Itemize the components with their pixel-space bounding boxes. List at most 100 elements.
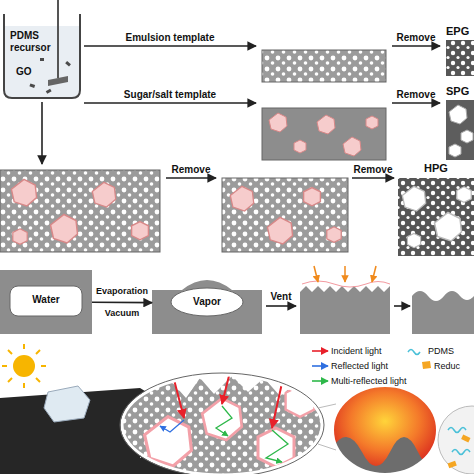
- process-arrow: [392, 102, 440, 104]
- legend-text: Reduc: [434, 361, 460, 371]
- zoom-ring: [333, 386, 437, 474]
- legend-sample: [312, 350, 328, 352]
- sugar-crystal: [366, 116, 378, 129]
- process-arrow: [84, 45, 256, 47]
- zoom-ring: [120, 373, 324, 474]
- sugar-crystal: [13, 229, 27, 245]
- process-arrow: [394, 305, 410, 307]
- wavy-surface: [412, 291, 474, 334]
- rough-top: [122, 374, 322, 398]
- hpg-sponge: [398, 178, 474, 256]
- sugar-crystal: [51, 215, 78, 244]
- multi-reflected-ray: [216, 406, 232, 436]
- sun-ray: [8, 378, 12, 382]
- sun-ray: [2, 365, 7, 367]
- sugar-crystal: [304, 188, 321, 206]
- go-flake: [40, 58, 44, 61]
- legend-sample: [312, 380, 328, 382]
- sugar-composite: [262, 108, 386, 160]
- vent-arrow: [372, 266, 376, 282]
- zoom-view: [120, 372, 324, 474]
- process-arrow: [266, 305, 296, 307]
- cavity: [145, 417, 192, 466]
- step-label: Remove: [397, 32, 436, 43]
- vent-arrow: [344, 266, 346, 282]
- step-label: Emulsion template: [126, 32, 215, 43]
- step-label: Remove: [172, 164, 211, 175]
- sugar-crystal: [230, 186, 253, 211]
- stirrer-blade: [48, 76, 68, 86]
- burst-trace: [302, 281, 390, 287]
- go-flake: [46, 89, 52, 94]
- sugar-crystal: [267, 217, 292, 244]
- sugar-cavity: [457, 187, 471, 203]
- sun-ray: [36, 378, 40, 382]
- zoom-line: [318, 444, 336, 450]
- wavy-surface: [330, 437, 440, 474]
- sugar-crystal: [294, 140, 306, 153]
- legend-text: PDMS: [428, 346, 454, 356]
- sugar-crystal: [327, 227, 341, 243]
- rgo-sheet: [461, 434, 470, 442]
- legend-text: Multi-reflected light: [331, 376, 407, 386]
- sugar-crystal: [317, 115, 335, 134]
- pdms-chain: [452, 450, 470, 455]
- material-box: Vapor: [152, 272, 262, 334]
- sugar-crystal: [132, 222, 149, 240]
- sugar-cavity: [402, 186, 425, 211]
- node-text: PDMS recursor: [10, 30, 60, 53]
- pdms-block: [152, 280, 262, 334]
- process-arrow: [392, 45, 440, 47]
- go-flake: [29, 83, 35, 88]
- sugar-cavity: [449, 105, 467, 124]
- node-text: Vapor: [152, 296, 262, 308]
- material-box: EPG: [446, 25, 474, 76]
- vent-arrow: [314, 266, 318, 282]
- zoom-line: [318, 404, 336, 408]
- step-label: Remove: [354, 164, 393, 175]
- sun-ray: [36, 350, 40, 354]
- process-arrow: [84, 102, 256, 104]
- process-arrow: [352, 177, 394, 179]
- sun-ray: [23, 383, 25, 388]
- legend-entry: Incident light: [331, 346, 382, 356]
- zoom-ring: [438, 406, 474, 474]
- sugar-cavity: [407, 233, 420, 247]
- pdms-block: [0, 270, 92, 334]
- material-box: HPG: [398, 162, 474, 256]
- cavity: [202, 398, 242, 440]
- go-flake: [65, 61, 71, 67]
- material-box: SPG: [446, 85, 474, 160]
- process-arrow: [166, 177, 216, 179]
- zoom-ring: [122, 375, 322, 474]
- edge-label: Evaporation Vacuum: [93, 280, 151, 324]
- sun-ray: [8, 350, 12, 354]
- material-box: Water: [0, 270, 92, 334]
- node-text: EPG: [446, 25, 474, 38]
- precursor-liquid: [5, 26, 79, 97]
- sun-ray: [23, 344, 25, 349]
- emulsion-composite: [262, 50, 386, 82]
- reflected-ray: [160, 420, 184, 432]
- process-arrow: [92, 301, 152, 303]
- sugar-crystal: [11, 179, 36, 206]
- legend-entry: Reduc: [434, 361, 460, 371]
- node-text: Water: [0, 294, 92, 306]
- legend-sample: [408, 350, 420, 355]
- legend-sample: [422, 361, 431, 369]
- stirrer-shaft: [57, 0, 59, 78]
- sugar-cavity: [435, 213, 462, 242]
- legend-entry: Multi-reflected light: [331, 376, 407, 386]
- pdms-chain: [448, 428, 466, 433]
- process-arrow: [41, 102, 43, 164]
- hybrid-intermediate: [222, 178, 348, 252]
- step-label: Sugar/salt template: [124, 89, 216, 100]
- ice-block: [44, 386, 90, 422]
- multi-reflected-ray: [266, 430, 288, 462]
- legend-sample: [312, 365, 328, 367]
- sugar-cavity: [449, 144, 461, 157]
- step-label: Remove: [397, 89, 436, 100]
